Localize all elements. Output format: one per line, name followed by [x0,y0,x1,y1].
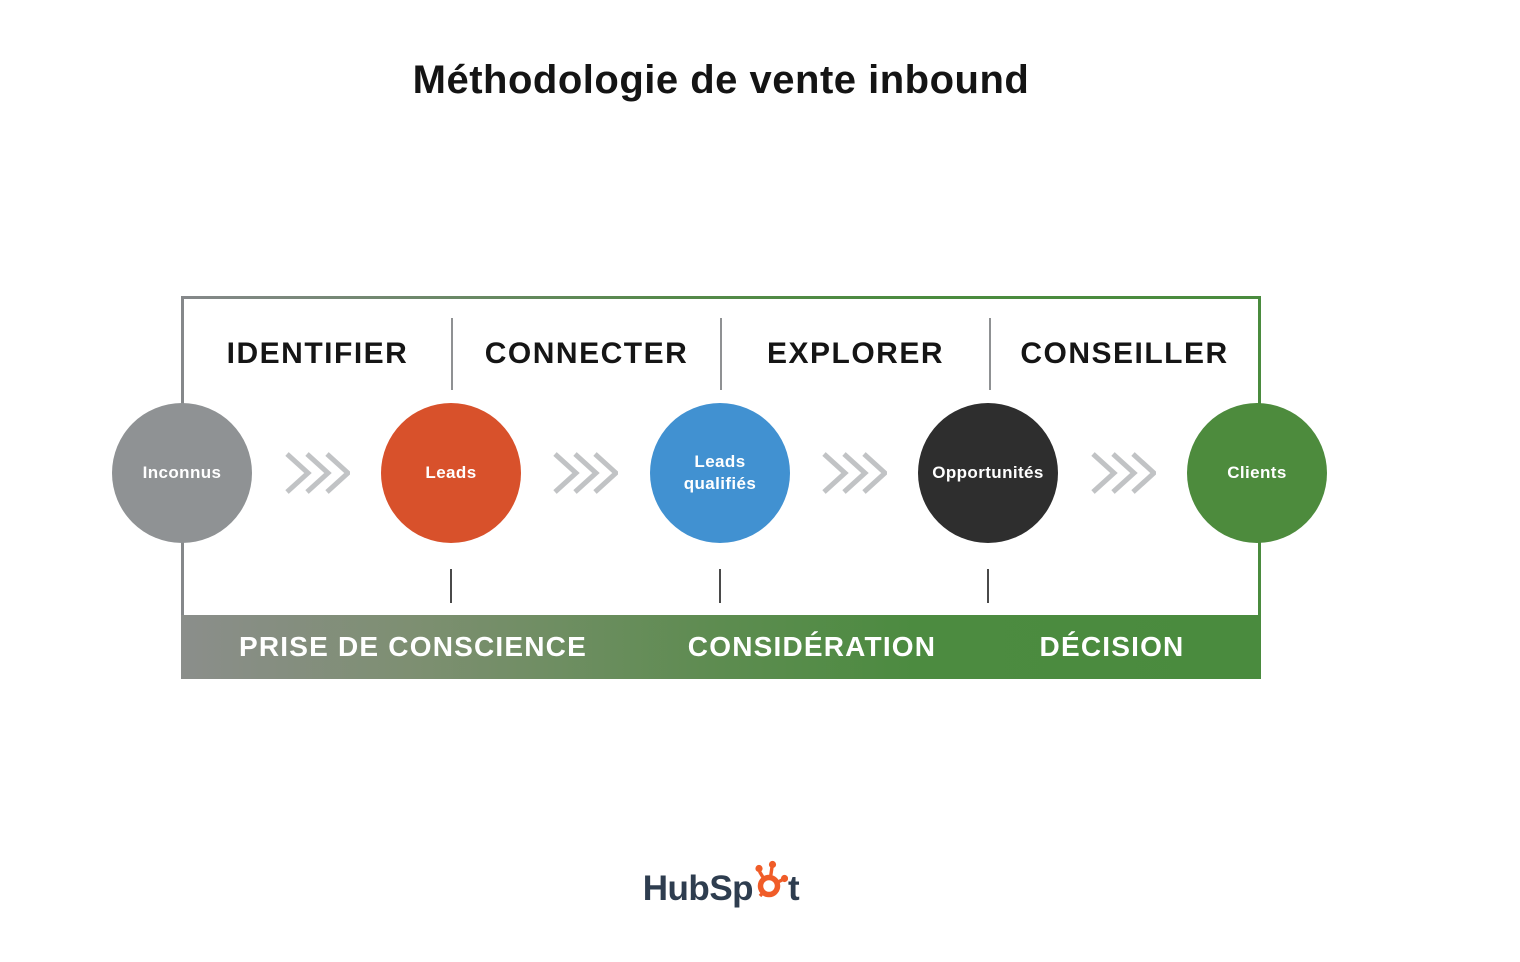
stage-identifier: IDENTIFIER [184,318,451,390]
stage-identifier-label: IDENTIFIER [226,337,409,370]
funnel-stage-inconnus-label: Inconnus [142,462,222,482]
arrow-chevrons-icon [822,452,887,494]
stage-divider [989,318,991,390]
stage-divider [451,318,453,390]
stage-conseiller-label: CONSEILLER [1020,337,1229,370]
phase-tick [719,569,721,603]
phase-consideration-label: CONSIDÉRATION [687,631,937,662]
stage-connecter: CONNECTER [453,318,720,390]
phase-decision-label: DÉCISION [1039,631,1185,662]
funnel-stage-leads-qualifies-label: Leads qualifiés [683,451,757,493]
stage-connecter-label: CONNECTER [484,337,689,370]
methodology-box: IDENTIFIER CONNECTER EXPLORER CONSEILLER [181,296,1261,615]
stage-divider [720,318,722,390]
stage-conseiller: CONSEILLER [991,318,1258,390]
arrow-chevrons-icon [1091,452,1156,494]
funnel-stage-leads-label: Leads [425,462,477,482]
phase-prise-de-conscience-label: PRISE DE CONSCIENCE [239,631,587,662]
hubspot-logo-text-suffix: t [788,869,800,908]
arrow-chevrons-icon [285,452,350,494]
hubspot-logo: HubSp t [0,858,1442,909]
funnel-stage-clients: Clients [1187,403,1327,543]
funnel-stage-leads: Leads [381,403,521,543]
buyer-journey-bar: PRISE DE CONSCIENCE CONSIDÉRATION DÉCISI… [181,615,1261,679]
funnel-stage-clients-label: Clients [1227,462,1287,482]
stage-explorer-label: EXPLORER [766,337,945,370]
phase-tick [450,569,452,603]
hubspot-logo-text-prefix: HubSp [642,869,754,908]
funnel-stage-opportunites: Opportunités [918,403,1058,543]
page-title: Méthodologie de vente inbound [412,58,1030,102]
hubspot-sprocket-icon [755,860,789,898]
phase-tick [987,569,989,603]
stage-explorer: EXPLORER [722,318,989,390]
funnel-stage-opportunites-label: Opportunités [932,462,1044,482]
funnel-stage-leads-qualifies: Leads qualifiés [650,403,790,543]
funnel-stage-inconnus: Inconnus [112,403,252,543]
stage-label-row: IDENTIFIER CONNECTER EXPLORER CONSEILLER [184,318,1258,390]
arrow-chevrons-icon [553,452,618,494]
